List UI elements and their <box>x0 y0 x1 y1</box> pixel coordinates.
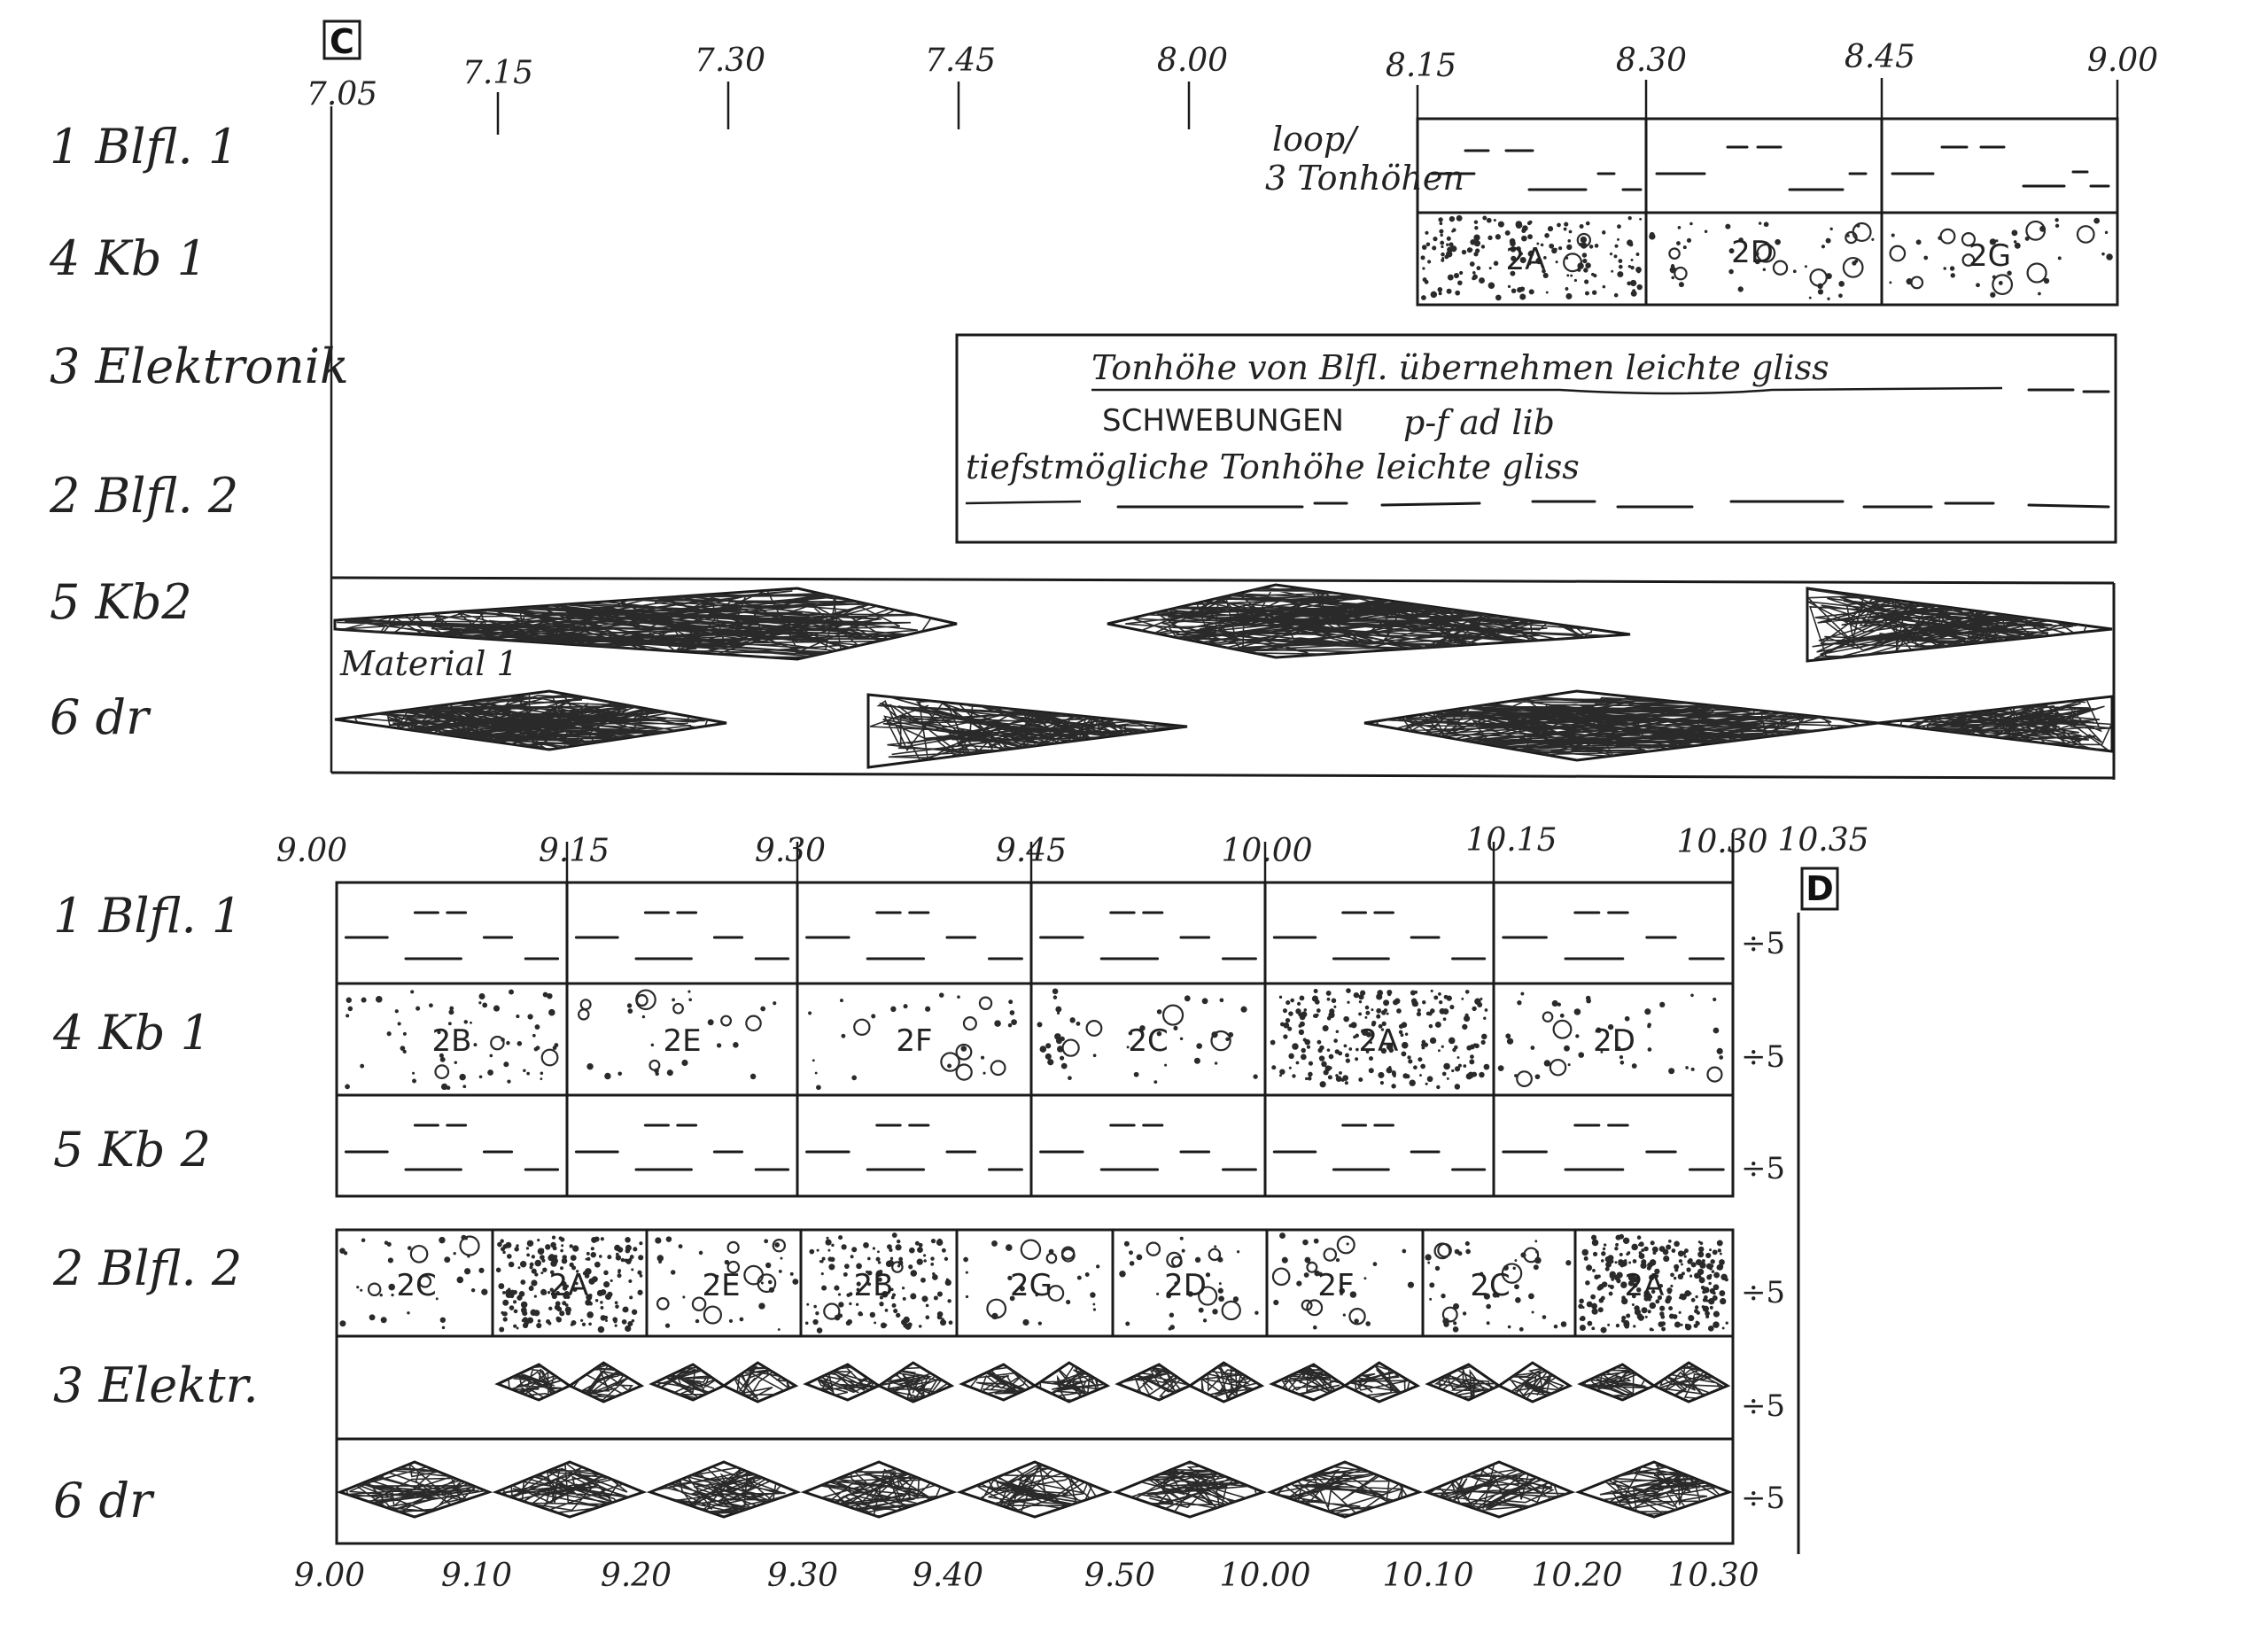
time-label-c-2: 7.30 <box>695 43 765 79</box>
kb1-cell-c-2: 2G <box>1969 238 2011 274</box>
lower-grid <box>335 1228 1735 1545</box>
upper-grid <box>335 833 1735 1198</box>
part-label-c-elektronik: 3 Elektronik <box>50 338 349 394</box>
blfl2-dot-texture <box>339 1232 1728 1333</box>
time-label-d-0: 9.00 <box>276 833 347 869</box>
kb1-cell-d-5: 2D <box>1593 1023 1635 1059</box>
section-d: 9.00 9.15 9.30 9.45 10.00 10.15 10.30 10… <box>52 822 1869 1594</box>
part-label-d-blfl1: 1 Blfl. 1 <box>53 888 242 944</box>
time-label-c-7: 8.45 <box>1845 39 1915 75</box>
blfl2-cell-3: 2B <box>854 1268 894 1303</box>
bottom-time-6: 10.00 <box>1219 1558 1310 1594</box>
kb1-dot-texture-d <box>345 988 1724 1091</box>
time-label-d-7: 10.35 <box>1777 822 1868 859</box>
bottom-time-4: 9.40 <box>913 1558 983 1594</box>
part-label-d-dr: 6 dr <box>53 1473 155 1528</box>
bottom-time-2: 9.20 <box>601 1558 672 1594</box>
kb1-cell-d-3: 2C <box>1128 1023 1168 1059</box>
material-label: Material 1 <box>339 644 518 683</box>
blfl2-cell-6: 2F <box>1317 1268 1354 1303</box>
time-label-d-2: 9.30 <box>755 833 826 869</box>
blfl2-cell-4: 2G <box>1010 1268 1052 1303</box>
blfl2-cells-grid <box>491 1230 1577 1336</box>
blfl2-cell-8: 2A <box>1625 1268 1665 1303</box>
bottom-time-1: 9.10 <box>441 1558 512 1594</box>
section-d-marker-box <box>1800 867 1839 911</box>
bottom-time-9: 10.30 <box>1667 1558 1759 1594</box>
kb1-cell-d-1: 2E <box>663 1023 701 1059</box>
time-label-d-4: 10.00 <box>1221 833 1312 869</box>
material-wedges-c <box>333 583 2114 769</box>
blfl2-cell-7: 2C <box>1470 1268 1510 1303</box>
part-label-d-kb1: 4 Kb 1 <box>52 1005 211 1061</box>
repeat-mark-blfl2: ÷5 <box>1741 1275 1785 1310</box>
repeat-mark-kb1: ÷5 <box>1741 1039 1785 1075</box>
kb2-dr-box <box>330 576 2116 780</box>
part-label-d-kb2: 5 Kb 2 <box>53 1122 211 1178</box>
time-label-d-1: 9.15 <box>539 833 610 869</box>
time-label-d-6: 10.30 <box>1676 824 1767 860</box>
repeat-mark-kb2: ÷5 <box>1741 1151 1785 1186</box>
bottom-time-5: 9.50 <box>1084 1558 1155 1594</box>
blfl2-cell-2: 2E <box>702 1268 740 1303</box>
part-label-c-kb1: 4 Kb 1 <box>49 230 207 286</box>
loop-note-line1: loop/ <box>1272 120 1359 159</box>
loop-note-line2: 3 Tonhöhen <box>1265 159 1464 198</box>
part-label-c-kb2: 5 Kb2 <box>50 574 192 630</box>
time-label-d-5: 10.15 <box>1465 822 1557 859</box>
time-label-c-4: 8.00 <box>1157 43 1228 79</box>
part-label-c-dr: 6 dr <box>50 689 151 745</box>
bottom-time-8: 10.20 <box>1531 1558 1622 1594</box>
time-label-c-3: 7.45 <box>925 43 996 79</box>
elektronik-instruction-2: SCHWEBUNGEN <box>1102 403 1344 439</box>
bottom-time-0: 9.00 <box>294 1558 365 1594</box>
kb1-cell-c-0: 2A <box>1506 242 1546 277</box>
time-label-c-8: 9.00 <box>2087 43 2158 79</box>
kb1-cell-d-0: 2B <box>432 1023 472 1059</box>
upper-dashes <box>344 911 1725 1171</box>
time-label-c-6: 8.30 <box>1616 43 1687 79</box>
bottom-time-3: 9.30 <box>767 1558 838 1594</box>
blfl2-instruction: tiefstmögliche Tonhöhe leichte gliss <box>966 447 1580 486</box>
kb1-dot-texture-c <box>1420 214 2113 301</box>
time-ticks-c <box>330 78 2119 773</box>
time-label-c-5: 8.15 <box>1386 48 1456 84</box>
repeat-mark-elektr: ÷5 <box>1741 1388 1785 1424</box>
section-c-marker-box <box>322 19 361 60</box>
elektr-dr-shapes <box>336 1361 1734 1519</box>
time-label-c-0: 7.05 <box>307 76 377 113</box>
section-c: C 7.05 7.15 7.30 7.45 8.00 8.15 8.30 8.4… <box>49 19 2158 780</box>
part-label-d-blfl2: 2 Blfl. 2 <box>52 1240 242 1296</box>
kb1-cell-c-1: 2D <box>1731 235 1774 270</box>
repeat-mark-blfl1: ÷5 <box>1741 926 1785 961</box>
part-label-d-elektr: 3 Elektr. <box>53 1357 259 1413</box>
bottom-time-7: 10.10 <box>1382 1558 1473 1594</box>
kb1-cell-d-2: 2F <box>896 1023 932 1059</box>
time-label-c-1: 7.15 <box>462 55 533 91</box>
elektronik-instruction-1: Tonhöhe von Blfl. übernehmen leichte gli… <box>1091 348 1829 387</box>
part-label-c-blfl2: 2 Blfl. 2 <box>49 468 238 524</box>
blfl1-loop-box <box>1416 117 2119 307</box>
repeat-mark-dr: ÷5 <box>1741 1481 1785 1516</box>
kb1-cell-d-4: 2A <box>1359 1023 1399 1059</box>
elektronik-instruction-3: p-f ad lib <box>1403 403 1555 442</box>
elektronik-blfl2-box <box>955 333 2117 544</box>
section-c-marker: C <box>330 22 354 61</box>
blfl2-cell-1: 2A <box>549 1268 589 1303</box>
part-label-c-blfl1: 1 Blfl. 1 <box>50 119 238 175</box>
blfl2-cell-5: 2D <box>1164 1268 1207 1303</box>
section-d-marker: D <box>1806 869 1834 908</box>
blfl2-cell-0: 2C <box>396 1268 436 1303</box>
